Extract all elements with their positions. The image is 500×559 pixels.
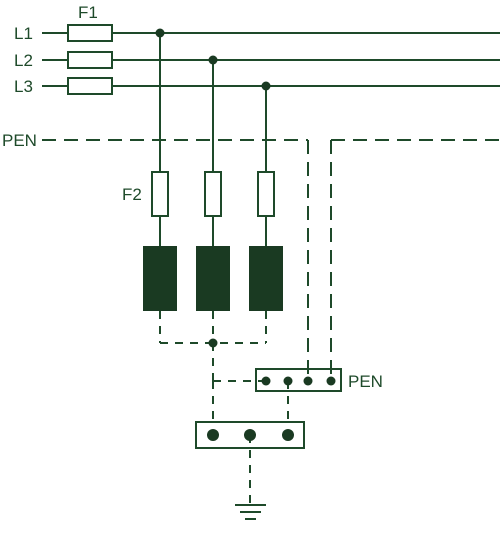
main-terminal-block [195, 421, 305, 449]
fuse-f1-l3 [67, 77, 113, 95]
label-pen-terminal: PEN [348, 372, 383, 391]
junction-dot-l1 [155, 28, 165, 38]
label-pen-line: PEN [2, 131, 37, 150]
arrester-l1 [143, 246, 177, 311]
junction-dot-l3 [261, 81, 271, 91]
label-l3: L3 [14, 77, 33, 96]
arrester-l2 [196, 246, 230, 311]
pen-terminal-dot-3 [303, 376, 313, 386]
label-l2: L2 [14, 51, 33, 70]
ground-symbol-icon [235, 504, 266, 520]
label-fuse-f1: F1 [78, 3, 98, 22]
junction-dot-star [208, 338, 218, 348]
junction-dot-l2 [208, 55, 218, 65]
arrester-l3 [249, 246, 283, 311]
fuse-f1-l1 [67, 24, 113, 42]
main-terminal-dot-1 [207, 429, 219, 441]
main-terminal-dot-2 [244, 429, 256, 441]
fuse-f2-l2 [204, 171, 222, 217]
fuse-f2-group [151, 171, 275, 217]
fuse-f2-l1 [151, 171, 169, 217]
pen-terminal-dot-4 [326, 376, 336, 386]
main-terminal-dot-3 [282, 429, 294, 441]
pen-terminal-dot-2 [283, 376, 293, 386]
pen-line [42, 139, 500, 378]
star-connection [159, 311, 289, 422]
label-l1: L1 [14, 24, 33, 43]
fuse-f1-l2 [67, 51, 113, 69]
label-fuse-f2: F2 [122, 185, 142, 204]
pen-terminal-block [255, 368, 342, 392]
fuse-f2-l3 [257, 171, 275, 217]
pen-terminal-dot-1 [261, 376, 271, 386]
fuse-f1-group [67, 24, 113, 95]
